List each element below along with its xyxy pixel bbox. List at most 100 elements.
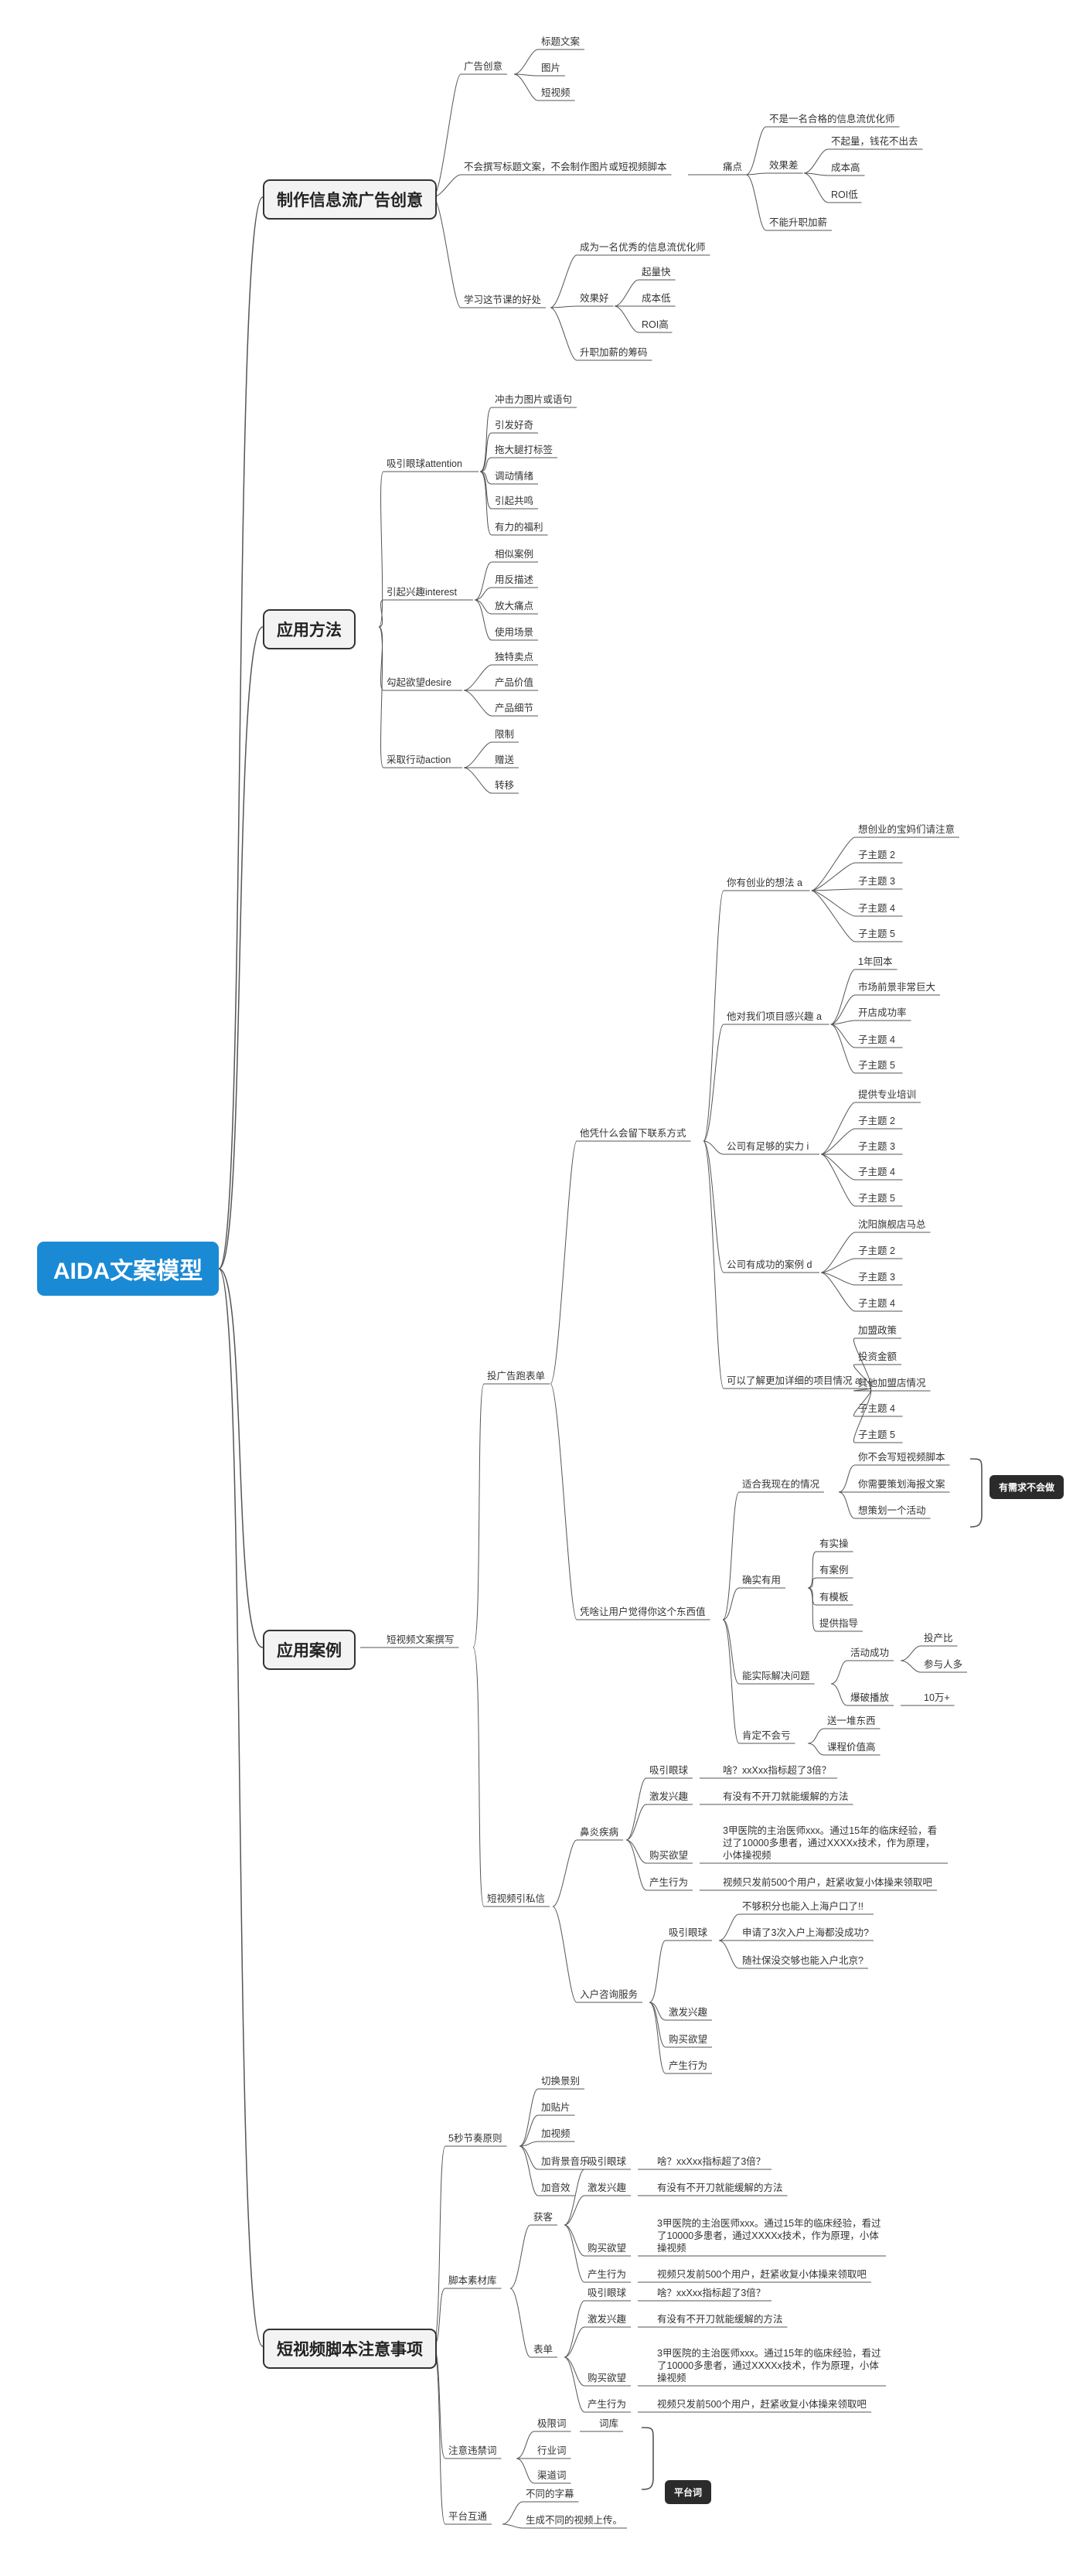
node-solve[interactable]: 能实际解决问题 xyxy=(742,1671,810,1682)
node-words[interactable]: 注意违禁词 xyxy=(448,2446,497,2456)
reason-item[interactable]: 子主题 4 xyxy=(858,1404,895,1414)
material-value[interactable]: 视频只发前500个用户，赶紧收复小体操来领取吧 xyxy=(657,2270,867,2280)
node-problem[interactable]: 不会撰写标题文案，不会制作图片或短视频脚本 xyxy=(464,162,667,172)
material-value[interactable]: 3甲医院的主治医师xxx。通过15年的临床经验，看过了10000多患者，通过XX… xyxy=(657,2217,881,2254)
node-rhinitis[interactable]: 鼻炎疾病 xyxy=(580,1828,618,1838)
method-item[interactable]: 产品细节 xyxy=(495,704,533,714)
reason-item[interactable]: 子主题 5 xyxy=(858,1194,895,1204)
node-platform[interactable]: 平台互通 xyxy=(448,2512,487,2522)
no-loss-item[interactable]: 课程价值高 xyxy=(827,1743,876,1753)
node-activity[interactable]: 活动成功 xyxy=(850,1648,889,1658)
rhythm-item[interactable]: 加贴片 xyxy=(541,2103,571,2113)
activity-item[interactable]: 参与人多 xyxy=(924,1660,962,1670)
material-key[interactable]: 产生行为 xyxy=(588,2270,626,2280)
method-item[interactable]: 放大痛点 xyxy=(495,601,533,612)
activity-item[interactable]: 投产比 xyxy=(924,1634,953,1644)
words-item[interactable]: 行业词 xyxy=(537,2446,567,2456)
node-ad-form[interactable]: 投广告跑表单 xyxy=(487,1371,545,1382)
reason-item[interactable]: 想创业的宝妈们请注意 xyxy=(858,825,955,835)
node-effect-good[interactable]: 效果好 xyxy=(580,294,609,304)
material-value[interactable]: 啥？xxXxx指标超了3倍？ xyxy=(657,2288,765,2298)
material-key[interactable]: 产生行为 xyxy=(588,2400,626,2410)
method-item[interactable]: 用反描述 xyxy=(495,575,533,585)
node-hukou[interactable]: 入户咨询服务 xyxy=(580,1990,638,2000)
reason-item[interactable]: 其他加盟店情况 xyxy=(858,1378,926,1389)
reason-item[interactable]: 子主题 3 xyxy=(858,1142,895,1152)
creative-item[interactable]: 短视频 xyxy=(541,88,571,98)
effect-bad-item[interactable]: 不起量，钱花不出去 xyxy=(831,137,918,147)
useful-item[interactable]: 有案例 xyxy=(819,1566,849,1576)
useful-item[interactable]: 有实操 xyxy=(819,1539,849,1549)
reason-item[interactable]: 沈阳旗舰店马总 xyxy=(858,1220,926,1230)
material-value[interactable]: 视频只发前500个用户，赶紧收复小体操来领取吧 xyxy=(657,2400,867,2410)
node-benefit-a[interactable]: 成为一名优秀的信息流优化师 xyxy=(580,243,706,253)
node-no-loss[interactable]: 肯定不会亏 xyxy=(742,1731,791,1741)
method-group[interactable]: 采取行动action xyxy=(387,755,451,765)
no-loss-item[interactable]: 送一堆东西 xyxy=(827,1716,876,1726)
hk-attention-item[interactable]: 不够积分也能入上海户口了!! xyxy=(742,1902,863,1912)
method-item[interactable]: 引起共鸣 xyxy=(495,496,533,506)
creative-item[interactable]: 标题文案 xyxy=(541,37,580,47)
rhythm-item[interactable]: 加视频 xyxy=(541,2129,571,2139)
node-useful[interactable]: 确实有用 xyxy=(742,1576,781,1586)
reason-item[interactable]: 子主题 2 xyxy=(858,1246,895,1256)
rh-value[interactable]: 有没有不开刀就能缓解的方法 xyxy=(723,1792,849,1802)
material-key[interactable]: 激发兴趣 xyxy=(588,2183,626,2193)
fast-value[interactable]: 10万+ xyxy=(924,1693,950,1703)
reason-item[interactable]: 加盟政策 xyxy=(858,1326,897,1336)
method-item[interactable]: 产品价值 xyxy=(495,678,533,688)
rhythm-item[interactable]: 加背景音乐 xyxy=(541,2157,590,2167)
platform-item[interactable]: 不同的字幕 xyxy=(526,2489,574,2499)
reason-node[interactable]: 公司有足够的实力 i xyxy=(727,1142,809,1152)
reason-item[interactable]: 子主题 4 xyxy=(858,1299,895,1309)
method-item[interactable]: 相似案例 xyxy=(495,550,533,560)
words-child[interactable]: 词库 xyxy=(599,2419,618,2429)
material-key[interactable]: 吸引眼球 xyxy=(588,2157,626,2167)
method-item[interactable]: 使用场景 xyxy=(495,628,533,638)
branch-cases[interactable]: 应用案例 xyxy=(263,1630,356,1670)
node-material[interactable]: 脚本素材库 xyxy=(448,2276,497,2286)
reason-item[interactable]: 开店成功率 xyxy=(858,1008,907,1018)
reason-item[interactable]: 子主题 5 xyxy=(858,1430,895,1440)
material-key[interactable]: 吸引眼球 xyxy=(588,2288,626,2298)
creative-item[interactable]: 图片 xyxy=(541,63,560,73)
platform-item[interactable]: 生成不同的视频上传。 xyxy=(526,2516,622,2526)
effect-good-item[interactable]: ROI高 xyxy=(642,320,669,330)
branch-creative[interactable]: 制作信息流广告创意 xyxy=(263,179,437,220)
reason-node[interactable]: 可以了解更加详细的项目情况 a xyxy=(727,1376,860,1386)
material-key[interactable]: 激发兴趣 xyxy=(588,2315,626,2325)
reason-node[interactable]: 你有创业的想法 a xyxy=(727,878,802,888)
node-rhythm[interactable]: 5秒节奏原则 xyxy=(448,2134,502,2144)
rhythm-item[interactable]: 切换景别 xyxy=(541,2077,580,2087)
branch-methods[interactable]: 应用方法 xyxy=(263,609,356,649)
method-item[interactable]: 调动情绪 xyxy=(495,472,533,482)
node-benefit[interactable]: 学习这节课的好处 xyxy=(464,295,541,305)
reason-item[interactable]: 提供专业培训 xyxy=(858,1090,916,1100)
node-creative[interactable]: 广告创意 xyxy=(464,62,502,72)
reason-item[interactable]: 1年回本 xyxy=(858,957,892,967)
method-group[interactable]: 勾起欲望desire xyxy=(387,678,451,688)
node-fit[interactable]: 适合我现在的情况 xyxy=(742,1480,819,1490)
node-effect-bad[interactable]: 效果差 xyxy=(769,161,799,171)
effect-bad-item[interactable]: 成本高 xyxy=(831,163,860,173)
reason-item[interactable]: 子主题 5 xyxy=(858,929,895,939)
material-value[interactable]: 有没有不开刀就能缓解的方法 xyxy=(657,2183,783,2193)
method-group[interactable]: 吸引眼球attention xyxy=(387,459,462,469)
method-item[interactable]: 赠送 xyxy=(495,755,514,765)
branch-script-notes[interactable]: 短视频脚本注意事项 xyxy=(263,2329,437,2369)
hk-attention-item[interactable]: 申请了3次入户上海都没成功? xyxy=(742,1928,869,1938)
reason-node[interactable]: 公司有成功的案例 d xyxy=(727,1260,812,1270)
reason-item[interactable]: 投资金额 xyxy=(858,1352,897,1362)
rh-key[interactable]: 吸引眼球 xyxy=(649,1766,688,1776)
method-item[interactable]: 拖大腿打标签 xyxy=(495,445,553,455)
method-group[interactable]: 引起兴趣interest xyxy=(387,588,457,598)
rh-key[interactable]: 购买欲望 xyxy=(649,1851,688,1861)
rh-value[interactable]: 3甲医院的主治医师xxx。通过15年的临床经验，看过了10000多患者，通过XX… xyxy=(723,1825,943,1862)
node-video-copy[interactable]: 短视频文案撰写 xyxy=(387,1635,455,1645)
reason-item[interactable]: 市场前景非常巨大 xyxy=(858,983,935,993)
material-value[interactable]: 啥？xxXxx指标超了3倍？ xyxy=(657,2157,765,2167)
node-make-user[interactable]: 凭啥让用户觉得你这个东西值 xyxy=(580,1607,706,1617)
method-item[interactable]: 有力的福利 xyxy=(495,523,543,533)
rh-value[interactable]: 视频只发前500个用户，赶紧收复小体操来领取吧 xyxy=(723,1878,932,1888)
node-pain-a[interactable]: 不是一名合格的信息流优化师 xyxy=(769,114,895,124)
